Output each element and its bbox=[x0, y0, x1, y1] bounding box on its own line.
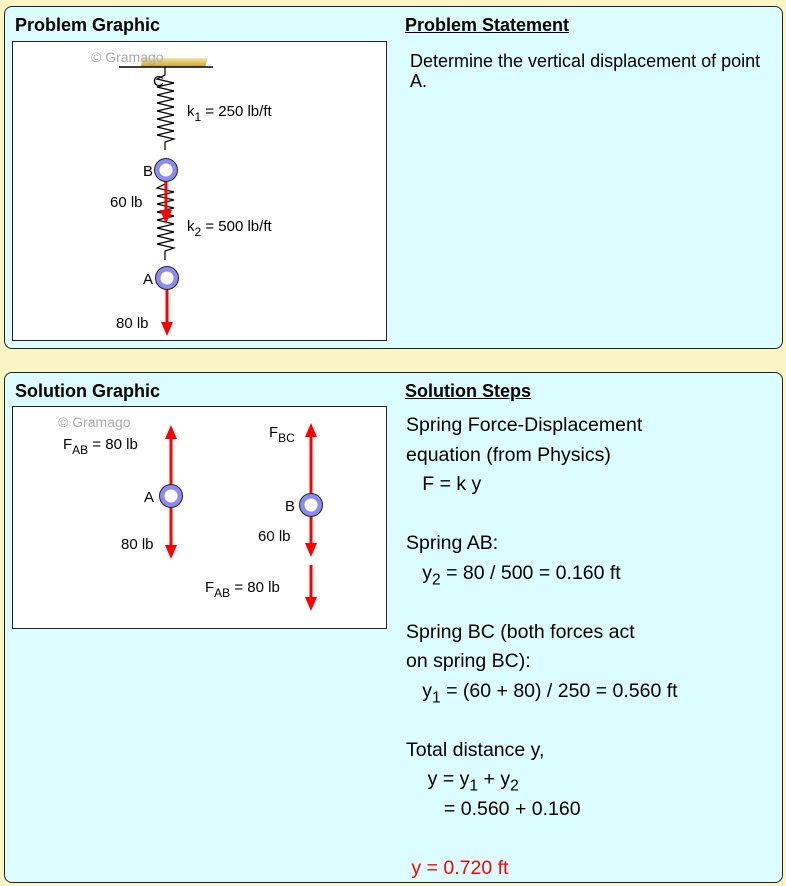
problem-graphic-title: Problem Graphic bbox=[15, 15, 161, 35]
step-line: Total distance y, bbox=[406, 738, 545, 761]
ceiling-support bbox=[141, 58, 208, 67]
b-down-label: 60 lb bbox=[258, 528, 291, 545]
label-b: B bbox=[143, 163, 153, 180]
step-line: F = k y bbox=[406, 473, 482, 495]
step-line: y2 = 80 / 500 = 0.160 ft bbox=[406, 561, 621, 588]
solution-steps: Spring Force-Displacement equation (from… bbox=[406, 411, 678, 883]
spring-k1 bbox=[155, 67, 177, 150]
solution-steps-title: Solution Steps bbox=[405, 381, 531, 401]
final-answer: y = 0.720 ft bbox=[406, 856, 509, 879]
step-line: Spring Force-Displacement bbox=[406, 414, 643, 436]
watermark: © Gramago bbox=[58, 414, 131, 430]
problem-graphic: © Gramago C k1 = 250 lb/ft k2 = 500 lb/f… bbox=[12, 41, 387, 341]
step-line: y1 = (60 + 80) / 250 = 0.560 ft bbox=[406, 679, 678, 706]
step-line: equation (from Physics) bbox=[406, 443, 611, 466]
fab-bot-label: FAB = 80 lb bbox=[205, 579, 280, 600]
force-b-label: 60 lb bbox=[110, 194, 143, 211]
step-line: = 0.560 + 0.160 bbox=[406, 797, 581, 820]
label-b: B bbox=[285, 498, 295, 515]
problem-statement: Determine the vertical displacement of p… bbox=[410, 51, 761, 91]
step-line: Spring BC (both forces act bbox=[406, 620, 635, 643]
solution-panel: Solution Graphic Solution Steps © Gramag… bbox=[4, 372, 783, 883]
node-a bbox=[159, 484, 183, 508]
label-k1: k1 = 250 lb/ft bbox=[187, 103, 272, 124]
solution-graphic-title: Solution Graphic bbox=[15, 381, 161, 401]
force-a-arrowhead bbox=[161, 322, 173, 336]
fbc-label: FBC bbox=[269, 424, 295, 445]
label-k2: k2 = 500 lb/ft bbox=[187, 218, 272, 239]
problem-panel: Problem Graphic Problem Statement Determ… bbox=[4, 6, 783, 349]
problem-statement-title: Problem Statement bbox=[405, 15, 570, 35]
a-down-label: 80 lb bbox=[121, 536, 154, 553]
node-a bbox=[155, 266, 179, 290]
free-body-diagram: © Gramago FAB = 80 lb A 80 lb FBC B 60 l… bbox=[58, 414, 323, 611]
label-a: A bbox=[144, 489, 154, 506]
force-a-label: 80 lb bbox=[116, 315, 149, 332]
spring-diagram: © Gramago C k1 = 250 lb/ft k2 = 500 lb/f… bbox=[91, 49, 272, 336]
node-b bbox=[299, 493, 323, 517]
node-b bbox=[154, 158, 178, 182]
force-b-arrowhead bbox=[160, 210, 172, 224]
label-a: A bbox=[143, 271, 153, 288]
label-c: C bbox=[153, 73, 164, 90]
solution-graphic: © Gramago FAB = 80 lb A 80 lb FBC B 60 l… bbox=[12, 406, 387, 629]
step-line: y = y1 + y2 bbox=[406, 768, 519, 795]
watermark: © Gramago bbox=[91, 49, 164, 65]
step-line: Spring AB: bbox=[406, 532, 499, 554]
fab-top-label: FAB = 80 lb bbox=[63, 436, 138, 457]
step-line: on spring BC): bbox=[406, 650, 531, 672]
